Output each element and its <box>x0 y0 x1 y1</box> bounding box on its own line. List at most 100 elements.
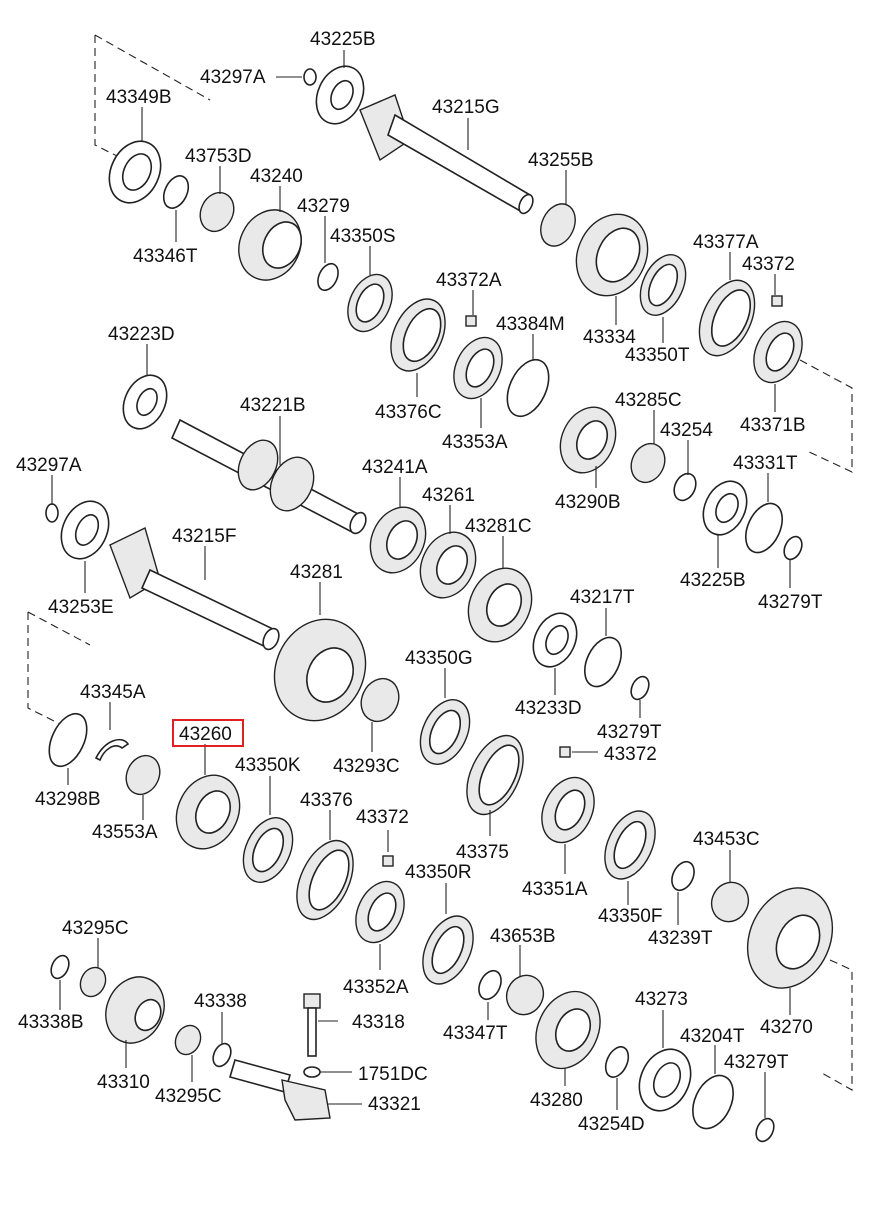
synchro-ring-43350R <box>422 915 474 985</box>
synchro-ring-43350K <box>242 817 294 883</box>
label-43221B: 43221B <box>240 395 306 416</box>
washer-43254 <box>673 472 697 502</box>
sleeve-43376 <box>296 839 354 921</box>
label-43281C: 43281C <box>465 516 532 537</box>
label-43215G: 43215G <box>432 97 500 118</box>
synchro-ring-43350F <box>604 810 656 880</box>
label-43279: 43279 <box>297 196 350 217</box>
label-43331T: 43331T <box>733 453 798 474</box>
ring-43384M <box>506 358 550 418</box>
ring-43345A <box>94 738 130 762</box>
label-43338B: 43338B <box>18 1012 84 1033</box>
sleeve-43377A <box>698 279 756 357</box>
label-43372: 43372 <box>742 254 795 275</box>
synchro-ring-43350S <box>347 273 393 333</box>
shaft-43215F <box>109 527 280 651</box>
label-43371B: 43371B <box>740 415 806 436</box>
label-43217T: 43217T <box>570 587 635 608</box>
label-43346T: 43346T <box>133 246 198 267</box>
washer-43254D <box>604 1046 630 1078</box>
needle-bearing-43653B <box>505 974 545 1016</box>
snapring-43298B <box>48 712 88 768</box>
snapring-43204T <box>692 1074 734 1130</box>
label-43347T: 43347T <box>443 1023 508 1044</box>
label-43352A: 43352A <box>343 977 409 998</box>
hub-43371B <box>753 320 803 384</box>
needle-bearing-43293C <box>360 677 400 723</box>
synchro-ring-43350T <box>639 254 687 316</box>
label-43349B: 43349B <box>106 87 172 108</box>
label-43253E: 43253E <box>48 597 114 618</box>
key-43372-low <box>382 855 394 867</box>
snapring-43347T <box>478 969 502 1001</box>
label-43233D: 43233D <box>515 698 582 719</box>
label-43280: 43280 <box>530 1090 583 1111</box>
label-43255B: 43255B <box>528 150 594 171</box>
snapring-43279T-3 <box>755 1117 775 1143</box>
label-43338: 43338 <box>194 991 247 1012</box>
snapring-43239T <box>671 860 695 892</box>
seal-43349B <box>108 140 162 204</box>
key-43372-right <box>771 295 783 307</box>
snapring-43346T <box>162 175 190 209</box>
gear-43290B <box>559 406 617 474</box>
label-43223D: 43223D <box>108 324 175 345</box>
input-shaft-43215G <box>359 94 534 215</box>
label-43270: 43270 <box>760 1017 813 1038</box>
label-43351A: 43351A <box>522 879 588 900</box>
snapring-43279T-2 <box>630 675 650 701</box>
bearing-43253E <box>60 500 110 560</box>
label-43225B-mid: 43225B <box>680 570 746 591</box>
label-43254: 43254 <box>660 420 713 441</box>
label-43273: 43273 <box>635 989 688 1010</box>
label-43285C: 43285C <box>615 390 682 411</box>
label-43240: 43240 <box>250 166 303 187</box>
shaft-43321 <box>229 1059 331 1121</box>
bearing-43223D <box>122 374 168 430</box>
label-43350G: 43350G <box>405 648 473 669</box>
label-43295C-bot: 43295C <box>155 1086 222 1107</box>
ring-43297A-mid <box>45 503 59 523</box>
highlight-box <box>172 719 244 747</box>
label-43372A: 43372A <box>436 270 502 291</box>
bearing-43225B-mid <box>702 480 748 536</box>
label-43279T-3: 43279T <box>724 1052 789 1073</box>
bearing-43233D <box>532 612 578 668</box>
needle-bearing-43753D <box>199 191 235 233</box>
label-43239T: 43239T <box>648 928 713 949</box>
label-43353A: 43353A <box>442 432 508 453</box>
label-43372-mid: 43372 <box>604 744 657 765</box>
label-43310: 43310 <box>97 1072 150 1093</box>
leader-lines <box>51 50 791 1118</box>
part-labels: 43225B 43297A 43349B 43215G 43753D 43240… <box>16 29 823 1135</box>
label-43372-low: 43372 <box>356 807 409 828</box>
label-43345A: 43345A <box>80 682 146 703</box>
label-43297A: 43297A <box>200 67 266 88</box>
label-43225B: 43225B <box>310 29 376 50</box>
needle-bearing-43255B <box>540 203 576 247</box>
gear-43270 <box>746 887 834 989</box>
label-43298B: 43298B <box>35 789 101 810</box>
bolt-43318 <box>303 993 321 1057</box>
needle-bearing-43553A <box>125 754 161 796</box>
gear-43260 <box>175 774 241 850</box>
label-43290B: 43290B <box>555 492 621 513</box>
label-43350S: 43350S <box>330 226 396 247</box>
gear-43261 <box>419 531 477 599</box>
label-43753D: 43753D <box>185 146 252 167</box>
gear-43241A <box>369 506 427 574</box>
label-43375: 43375 <box>456 842 509 863</box>
label-43384M: 43384M <box>496 314 565 335</box>
label-43334: 43334 <box>583 327 636 348</box>
gear-43334 <box>575 213 649 297</box>
dashed-guides <box>27 34 853 1091</box>
label-43297A-mid: 43297A <box>16 455 82 476</box>
output-shaft-43221B <box>170 418 367 535</box>
label-43318: 43318 <box>352 1012 405 1033</box>
washer-43338 <box>212 1042 232 1068</box>
label-1751DC: 1751DC <box>358 1064 428 1085</box>
label-43254D: 43254D <box>578 1114 645 1135</box>
snapring-43279T-1 <box>783 535 803 561</box>
